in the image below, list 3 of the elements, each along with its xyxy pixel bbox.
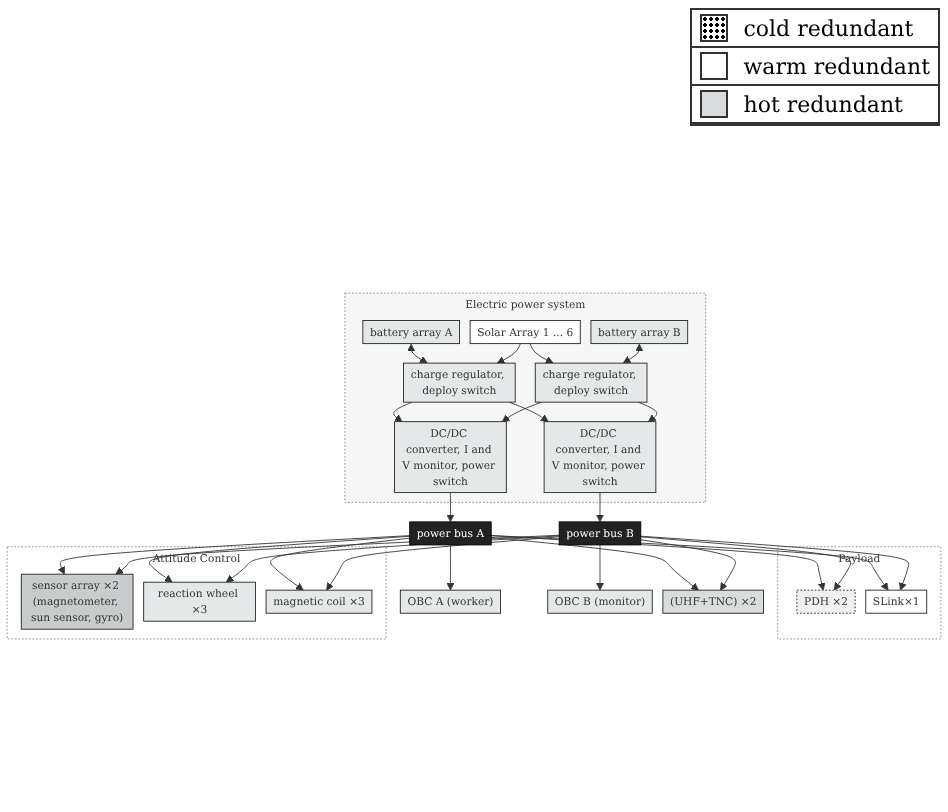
- legend-text: cold redundant: [741, 13, 916, 43]
- legend-text: hot redundant: [741, 89, 905, 119]
- legend-text: warm redundant: [741, 51, 932, 81]
